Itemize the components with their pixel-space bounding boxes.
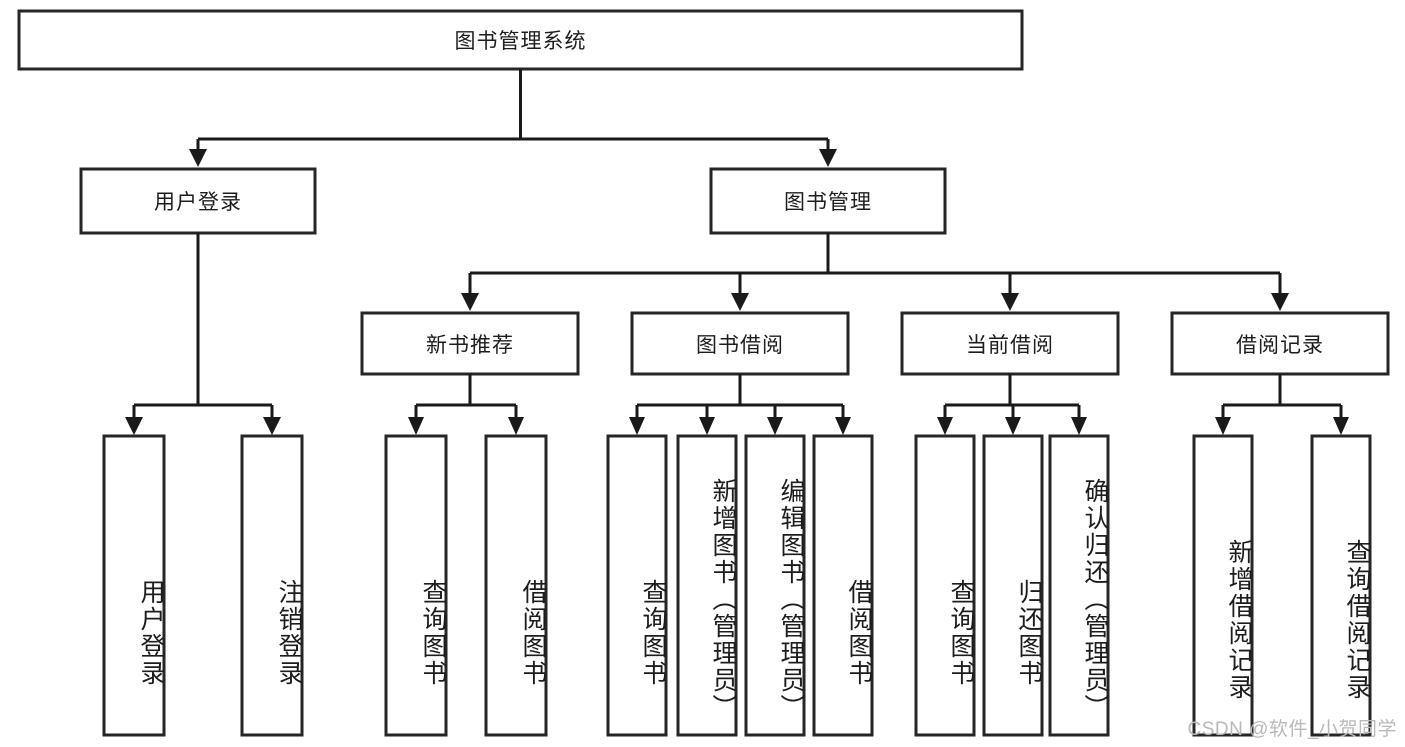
leaf-box-leaf-add-record (1192, 434, 1254, 737)
current-borrow-to-leaf-return-book-arrowhead (1005, 417, 1021, 435)
leaf-box-leaf-user-logout (240, 434, 304, 737)
node-box-user-login (79, 167, 317, 235)
node-box-book-manage (709, 167, 947, 235)
bookmanage-to-book-borrow-arrowhead (731, 293, 749, 311)
new-book-recommend-to-leaf-borrow-book-1-arrowhead (508, 417, 524, 435)
current-borrow-to-leaf-confirm-return-arrowhead (1071, 417, 1087, 435)
root-to-user-login-arrowhead (189, 149, 207, 167)
leaf-box-leaf-confirm-return (1048, 434, 1110, 737)
leaf-box-leaf-query-record (1310, 434, 1372, 737)
leaf-box-leaf-user-login (102, 434, 166, 737)
userlogin-to-leaf-user-logout-arrowhead (263, 417, 281, 435)
book-borrow-to-leaf-add-book-arrowhead (699, 417, 715, 435)
book-borrow-to-leaf-query-book-2-arrowhead (629, 417, 645, 435)
leaf-box-leaf-query-book-1 (384, 434, 448, 737)
node-box-book-borrow (630, 311, 850, 376)
userlogin-to-leaf-user-login-arrowhead (125, 417, 143, 435)
node-box-borrow-record (1170, 311, 1390, 376)
node-box-current-borrow (900, 311, 1120, 376)
leaf-box-leaf-query-book-3 (914, 434, 976, 737)
connectors-layer (125, 69, 1349, 435)
node-box-root (17, 9, 1024, 71)
leaf-box-leaf-borrow-book-2 (812, 434, 874, 737)
bookmanage-to-borrow-record-arrowhead (1271, 293, 1289, 311)
bookmanage-to-current-borrow-arrowhead (1001, 293, 1019, 311)
leaf-box-leaf-query-book-2 (606, 434, 668, 737)
new-book-recommend-to-leaf-query-book-1-arrowhead (408, 417, 424, 435)
boxes-layer (17, 9, 1390, 737)
bookmanage-to-new-book-recommend-arrowhead (461, 293, 479, 311)
root-to-book-manage-arrowhead (819, 149, 837, 167)
borrow-record-to-leaf-query-record-arrowhead (1333, 417, 1349, 435)
leaf-box-leaf-edit-book (744, 434, 806, 737)
node-box-new-book-recommend (360, 311, 580, 376)
book-borrow-to-leaf-borrow-book-2-arrowhead (835, 417, 851, 435)
borrow-record-to-leaf-add-record-arrowhead (1215, 417, 1231, 435)
leaf-box-leaf-borrow-book-1 (484, 434, 548, 737)
leaf-box-leaf-add-book (676, 434, 738, 737)
current-borrow-to-leaf-query-book-3-arrowhead (937, 417, 953, 435)
book-borrow-to-leaf-edit-book-arrowhead (767, 417, 783, 435)
leaf-box-leaf-return-book (982, 434, 1044, 737)
